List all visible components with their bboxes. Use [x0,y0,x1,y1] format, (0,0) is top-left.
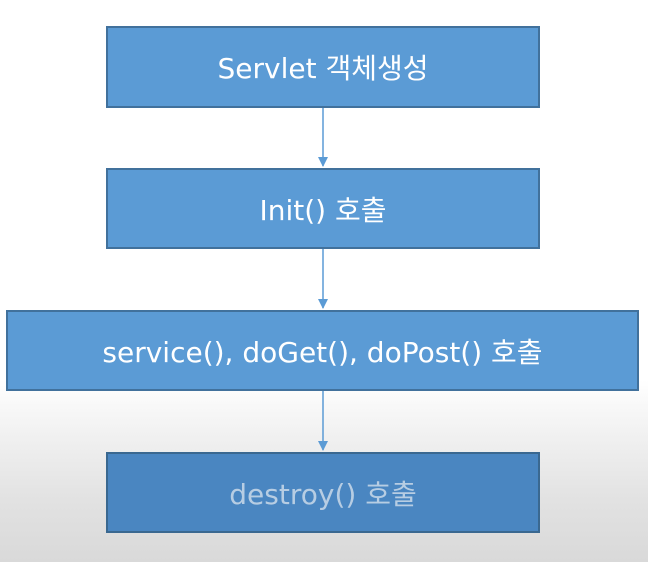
step-destroy-call: destroy() 호출 [106,452,540,533]
step-servlet-object-creation: Servlet 객체생성 [106,26,540,108]
step-label: Servlet 객체생성 [217,52,429,85]
step-label: service(), doGet(), doPost() 호출 [102,335,543,369]
step-label: Init() 호출 [259,193,387,227]
step-label: destroy() 호출 [229,477,417,511]
step-service-call: service(), doGet(), doPost() 호출 [6,310,639,391]
step-init-call: Init() 호출 [106,168,540,249]
